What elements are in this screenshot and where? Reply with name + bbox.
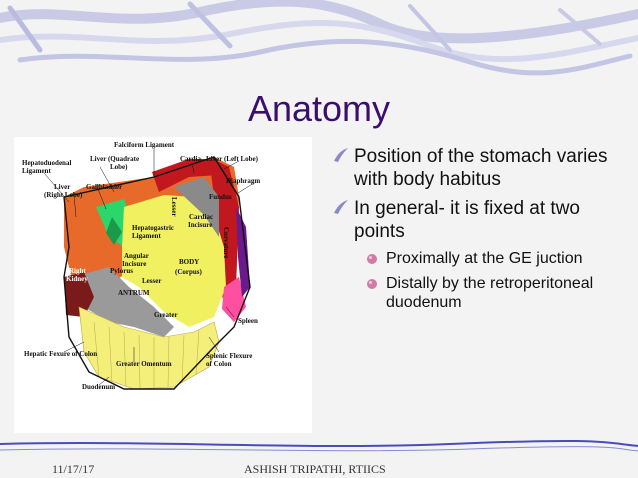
label-hepatic-flexure: Hepatic Fexure of Colon xyxy=(24,350,97,358)
sub-bullet-icon xyxy=(367,279,377,289)
footer-date: 11/17/17 xyxy=(52,462,95,476)
label-hepatogastric-ligament: Ligament xyxy=(132,232,161,240)
label-hepatogastric: Hepatogastric xyxy=(132,224,174,232)
label-spleen: Spleen xyxy=(238,317,258,325)
label-kidney: Kidney xyxy=(66,275,88,283)
label-splenic-flexure: Splenic Flexure xyxy=(206,352,252,360)
bullet-icon xyxy=(334,200,348,214)
label-falciform-ligament: Falciform Ligament xyxy=(114,141,175,149)
label-greater-curvature: Greater xyxy=(154,311,178,319)
label-of-colon: of Colon xyxy=(206,360,232,368)
label-gallbladder: Gallbladder xyxy=(86,183,122,191)
bullet-text: Position of the stomach varies with body… xyxy=(354,146,608,190)
label-angular: Angular xyxy=(124,252,149,260)
sub-bullet-item: Distally by the retroperitoneal duodenum xyxy=(330,274,630,312)
footer-author: ASHISH TRIPATHI, RTIICS xyxy=(244,462,386,476)
bullet-item: In general- it is fixed at two points xyxy=(330,197,630,243)
sub-bullet-item: Proximally at the GE juction xyxy=(330,249,630,268)
sub-bullet-icon xyxy=(367,254,377,264)
label-corpus: (Corpus) xyxy=(175,268,203,276)
label-curvature-vertical: Curvature xyxy=(222,227,230,258)
label-angular-incisure: Incisure xyxy=(122,260,146,268)
bullet-item: Position of the stomach varies with body… xyxy=(330,145,630,191)
label-pylorus: Pylorus xyxy=(110,267,133,275)
decorative-swoosh xyxy=(0,0,638,76)
decorative-bottom-line xyxy=(0,439,638,452)
label-hepatoduodenal: Hepatoduodenal xyxy=(22,159,71,167)
label-ligament-hepatoduodenal: Ligament xyxy=(22,167,51,175)
label-body: BODY xyxy=(179,258,199,266)
label-right: Right xyxy=(69,267,86,275)
slide-title: Anatomy xyxy=(247,88,391,129)
label-lesser-vertical: Lesser xyxy=(170,197,178,216)
label-greater-omentum: Greater Omentum xyxy=(116,360,172,368)
stomach-anatomy-figure: Falciform Ligament Hepatoduodenal Ligame… xyxy=(14,137,312,433)
sub-bullet-text: Proximally at the GE juction xyxy=(386,250,583,267)
label-duodenum: Duodenum xyxy=(82,383,115,391)
bullet-list: Position of the stomach varies with body… xyxy=(330,145,630,318)
bullet-text: In general- it is fixed at two points xyxy=(354,198,580,242)
label-liver-quadrate: Liver (Quadrate xyxy=(90,155,139,163)
sub-bullet-text: Distally by the retroperitoneal duodenum xyxy=(386,275,594,311)
label-cardia: Cardia xyxy=(180,155,202,163)
label-liver-right: Liver xyxy=(54,183,70,191)
stomach-diagram: Falciform Ligament Hepatoduodenal Ligame… xyxy=(22,141,260,391)
label-cardiac: Cardiac xyxy=(189,213,213,221)
bullet-icon xyxy=(334,148,348,162)
label-cardiac-incisure: Incisure xyxy=(188,221,212,229)
label-fundus: Fundus xyxy=(209,193,232,201)
label-quadrate-lobe: Lobe) xyxy=(110,163,128,171)
label-lesser-curvature: Lesser xyxy=(142,277,161,285)
label-right-lobe: (Right Lobe) xyxy=(44,191,83,199)
label-liver-left-lobe: Liver (Left Lobe) xyxy=(206,155,259,163)
label-antrum: ANTRUM xyxy=(118,289,150,297)
label-diaphragm: Diaphragm xyxy=(226,177,260,185)
